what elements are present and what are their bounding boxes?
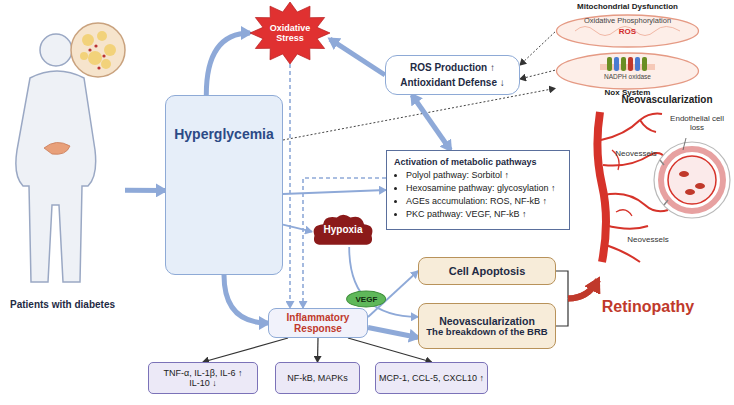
annotation-label: Neovessels [606, 150, 666, 159]
hypoxia-cloud: Hypoxia [312, 213, 374, 247]
node-title: Neovascularization [439, 315, 535, 327]
node-title: Patients with diabetes [10, 299, 115, 311]
stress-star: Oxidative Stress [250, 2, 330, 64]
node-title: NF-kB, MAPKs [287, 373, 348, 383]
outcome-label: Retinopathy [598, 262, 698, 322]
node-text: PKC pathway: VEGF, NF-kB ↑ [406, 208, 562, 221]
outcome-box: Cell Apoptosis [418, 257, 556, 285]
node-text: IL-10 ↓ [189, 378, 217, 388]
patient-figure: Patients with diabetes [0, 25, 125, 310]
flow-arrow [203, 338, 288, 362]
node-title: Mitochondrial Dysfunction [577, 2, 678, 11]
flow-arrow [289, 64, 291, 308]
flow-arrow [283, 190, 386, 194]
pathway-box: Activation of metabolic pathwaysPolyol p… [386, 150, 570, 230]
nox-shape [555, 52, 700, 90]
node-text: Hexosamine pathway: glycosylation ↑ [406, 182, 562, 195]
node-text: Oxidative Phosphorylation [584, 17, 671, 26]
process-box: ROS Production ↑ Antioxidant Defense ↓ [385, 55, 520, 95]
node-text: Antioxidant Defense ↓ [400, 77, 504, 89]
flow-arrow [520, 70, 555, 79]
flow-arrow [330, 39, 385, 75]
cytokine-box: TNF-α, IL-1β, IL-6 ↑IL-10 ↓ [148, 362, 258, 394]
edge-label: VEGF [347, 291, 387, 308]
flow-arrow [283, 225, 312, 232]
annotation-label: Neovessels [618, 236, 678, 245]
cytokine-box: NF-kB, MAPKs [275, 362, 360, 394]
patient-illustration [16, 23, 125, 282]
node-title: TNF-α, IL-1β, IL-6 ↑ [164, 368, 243, 378]
flow-arrow [206, 33, 250, 95]
merge-connector [556, 271, 598, 299]
node-title: Hyperglycemia [174, 126, 274, 142]
node-title: Cell Apoptosis [449, 265, 526, 278]
node-title: Activation of metabolic pathways [394, 157, 562, 167]
annotation-label: Endothelial cell loss [662, 115, 732, 133]
flow-arrow [125, 188, 165, 193]
process-box: Inflammatory Response [268, 308, 368, 338]
node-text: ROS [619, 27, 636, 36]
flow-arrow [224, 275, 268, 323]
node-title: Inflammatory Response [269, 312, 367, 335]
illustration-title: Neovascularization [612, 94, 722, 105]
node-title: NADPH oxidase [604, 73, 651, 80]
flow-arrow [412, 95, 450, 150]
flow-arrow [303, 178, 386, 308]
node-title: ROS Production ↑ [410, 62, 495, 74]
cytokine-box: MCP-1, CCL-5, CXCL10 ↑ [375, 362, 488, 394]
flow-arrow [368, 328, 418, 338]
node-title: Retinopathy [602, 298, 694, 316]
node-title: MCP-1, CCL-5, CXCL10 ↑ [379, 373, 484, 383]
flow-arrow [283, 88, 555, 140]
merge-connector [556, 280, 598, 326]
node-text: Polyol pathway: Sorbitol ↑ [406, 169, 562, 182]
organelle-ellipse: Mitochondrial DysfunctionOxidative Phosp… [555, 2, 700, 48]
outcome-box: NeovascularizationThe breakdown of the B… [418, 303, 556, 349]
node-text: The breakdown of the BRB [426, 327, 547, 338]
flow-arrow [317, 338, 319, 362]
flow-arrow [520, 32, 555, 65]
process-box: Hyperglycemia [165, 95, 283, 275]
node-title: Oxidative Stress [270, 23, 311, 44]
node-title: Hypoxia [324, 224, 363, 236]
neovascularization-illustration [597, 112, 730, 262]
node-text: AGEs accumulation: ROS, NF-kB ↑ [406, 195, 562, 208]
